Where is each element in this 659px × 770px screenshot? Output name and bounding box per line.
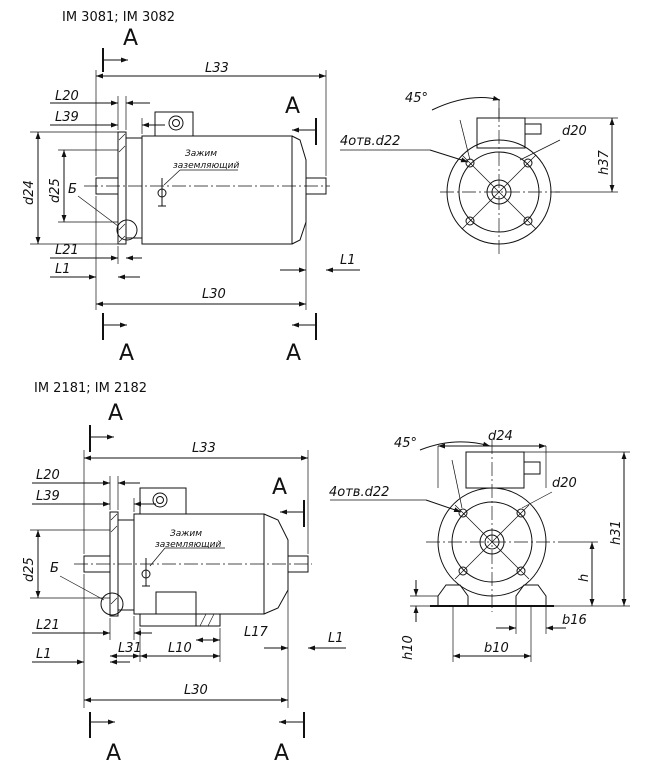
dim-h10: h10 bbox=[401, 635, 416, 660]
dim-h37: h37 bbox=[597, 149, 612, 175]
dim-l33: L33 bbox=[192, 441, 216, 456]
terminal-note-line2: заземляющий bbox=[173, 161, 239, 171]
ground-symbol-icon bbox=[141, 558, 151, 587]
top-side-view: IM 3081; IM 3082 A A A A bbox=[22, 10, 360, 366]
dim-d25: d25 bbox=[48, 178, 63, 203]
section-label: A bbox=[286, 341, 301, 366]
top-section-marker-top-left: A bbox=[102, 26, 138, 72]
section-label: A bbox=[274, 741, 289, 766]
bottom-section-marker-bottom-right: A bbox=[274, 712, 305, 766]
section-label: A bbox=[106, 741, 121, 766]
holes-callout: 4отв.d22 bbox=[329, 485, 389, 500]
top-title: IM 3081; IM 3082 bbox=[62, 10, 175, 25]
bottom-dimensions: L33 L20 L39 d25 Б L21 bbox=[22, 441, 346, 708]
holes-callout: 4отв.d22 bbox=[340, 134, 400, 149]
dim-l17: L17 bbox=[244, 625, 269, 640]
top-section-marker-top-right: A bbox=[285, 94, 317, 145]
dim-d25: d25 bbox=[22, 557, 37, 582]
section-label: A bbox=[119, 341, 134, 366]
bottom-section-marker-bottom-left: A bbox=[89, 712, 121, 766]
bottom-section-marker-top-left: A bbox=[89, 401, 123, 452]
bottom-motor-body: Зажим заземляющий bbox=[74, 487, 312, 627]
dim-l20: L20 bbox=[55, 89, 79, 104]
dim-b10: b10 bbox=[484, 641, 509, 656]
dim-h31: h31 bbox=[609, 520, 624, 545]
dim-l10: L10 bbox=[168, 641, 192, 656]
dim-d20: d20 bbox=[552, 476, 577, 491]
dim-l1: L1 bbox=[55, 262, 71, 277]
mounting-holes-icon bbox=[458, 508, 526, 576]
dim-l1-right: L1 bbox=[328, 631, 344, 646]
top-motor-body: Зажим заземляющий bbox=[84, 111, 330, 245]
dim-h: h bbox=[577, 574, 592, 582]
section-label: A bbox=[108, 401, 123, 426]
terminal-note-line1: Зажим bbox=[185, 149, 217, 159]
section-label: A bbox=[285, 94, 300, 119]
dim-d24: d24 bbox=[22, 180, 37, 205]
dim-l30: L30 bbox=[184, 683, 208, 698]
section-label: A bbox=[272, 475, 287, 500]
bottom-end-view: d24 45° 4отв.d22 d20 h31 h h10 b10 bbox=[329, 429, 630, 662]
dim-b16: b16 bbox=[562, 613, 587, 628]
bottom-section-marker-top-right: A bbox=[272, 475, 305, 527]
bottom-side-view: IM 2181; IM 2182 A A A A bbox=[22, 381, 346, 766]
dim-l21: L21 bbox=[36, 618, 60, 633]
dim-l39: L39 bbox=[55, 110, 79, 125]
dim-l1-right: L1 bbox=[340, 253, 356, 268]
top-section-marker-bottom-left: A bbox=[102, 313, 134, 366]
detail-b-label: Б bbox=[50, 561, 59, 576]
dim-l20: L20 bbox=[36, 468, 60, 483]
dim-l1: L1 bbox=[36, 647, 52, 662]
top-end-view: 45° 4отв.d22 d20 h37 bbox=[340, 91, 618, 256]
bottom-title: IM 2181; IM 2182 bbox=[34, 381, 147, 396]
terminal-note-line2: заземляющий bbox=[155, 540, 221, 550]
top-section-marker-bottom-right: A bbox=[286, 313, 317, 366]
ground-symbol-icon bbox=[157, 178, 167, 207]
detail-b-label: Б bbox=[68, 182, 77, 197]
dim-angle: 45° bbox=[405, 91, 428, 106]
dim-l39: L39 bbox=[36, 489, 60, 504]
dim-d20: d20 bbox=[562, 124, 587, 139]
dim-angle: 45° bbox=[394, 436, 417, 451]
dim-l31: L31 bbox=[118, 641, 142, 656]
dim-d24: d24 bbox=[488, 429, 513, 444]
section-label: A bbox=[123, 26, 138, 51]
dim-l33: L33 bbox=[205, 61, 229, 76]
terminal-note-line1: Зажим bbox=[170, 529, 202, 539]
top-dimensions: L33 L20 L39 d24 d25 Б bbox=[22, 61, 360, 310]
dim-l21: L21 bbox=[55, 243, 79, 258]
dim-l30: L30 bbox=[202, 287, 226, 302]
